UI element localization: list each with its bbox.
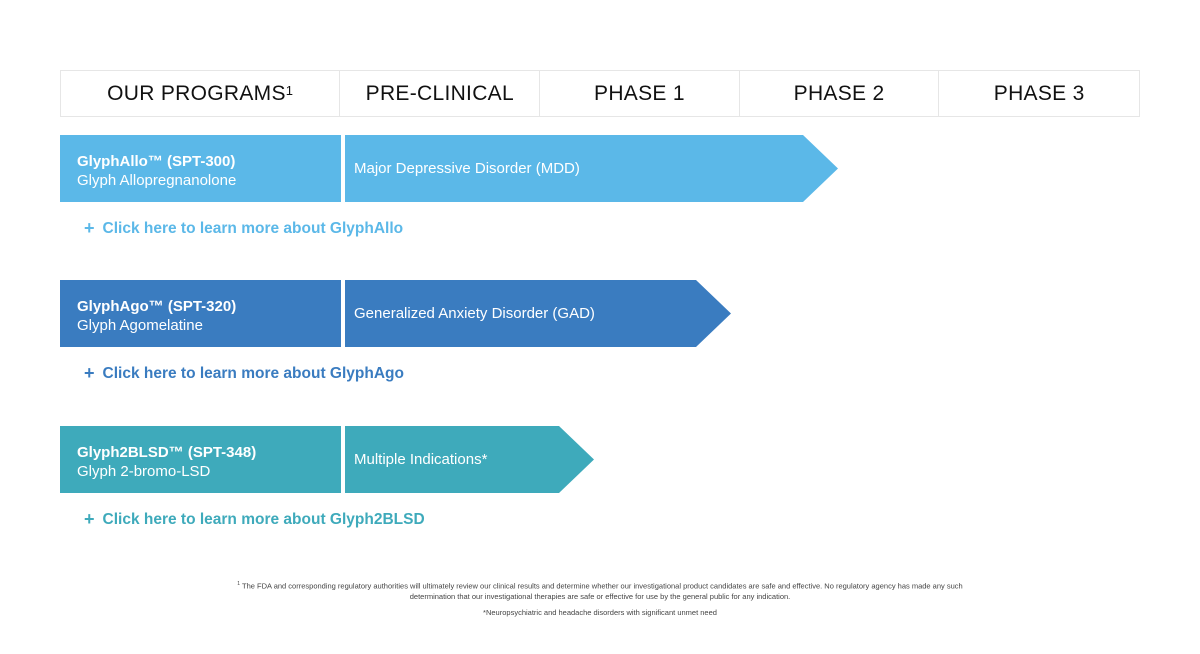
header-programs-label: OUR PROGRAMS (107, 81, 286, 105)
program-row-glyphallo: GlyphAllo™ (SPT-300) Glyph Allopregnanol… (60, 135, 860, 202)
footnote-line-2: determination that our investigational t… (409, 591, 791, 601)
plus-icon: + (84, 363, 95, 383)
header-phase-2: PHASE 2 (740, 71, 940, 116)
footnote-mark: 1 (237, 581, 241, 587)
learn-more-label: Click here to learn more about GlyphAllo (102, 219, 404, 237)
indication-label: Multiple Indications* (354, 451, 488, 468)
header-programs-footnote-mark: 1 (285, 83, 294, 98)
program-full-name: Glyph Agomelatine (77, 317, 203, 334)
program-code: GlyphAgo™ (SPT-320) (77, 298, 237, 315)
program-row-glyph2blsd: Glyph2BLSD™ (SPT-348) Glyph 2-bromo-LSD … (60, 426, 860, 493)
plus-icon: + (84, 509, 95, 529)
program-code: Glyph2BLSD™ (SPT-348) (77, 444, 257, 461)
program-name-box: GlyphAllo™ (SPT-300) Glyph Allopregnanol… (60, 135, 341, 202)
plus-icon: + (84, 218, 95, 238)
learn-more-link-glyphallo[interactable]: + Click here to learn more about GlyphAl… (84, 218, 403, 239)
header-preclinical: PRE-CLINICAL (340, 71, 541, 116)
progress-arrow (345, 135, 838, 202)
program-name-box: GlyphAgo™ (SPT-320) Glyph Agomelatine (60, 280, 341, 347)
learn-more-link-glyphago[interactable]: + Click here to learn more about GlyphAg… (84, 363, 404, 384)
indication-label: Major Depressive Disorder (MDD) (354, 160, 580, 177)
progress-arrow (345, 280, 731, 347)
program-full-name: Glyph 2-bromo-LSD (77, 463, 211, 480)
learn-more-link-glyph2blsd[interactable]: + Click here to learn more about Glyph2B… (84, 509, 425, 530)
program-name-box: Glyph2BLSD™ (SPT-348) Glyph 2-bromo-LSD (60, 426, 341, 493)
learn-more-label: Click here to learn more about Glyph2BLS… (102, 510, 425, 528)
program-code: GlyphAllo™ (SPT-300) (77, 153, 236, 170)
program-full-name: Glyph Allopregnanolone (77, 172, 237, 189)
header-phase-1: PHASE 1 (540, 71, 740, 116)
progress-arrow (345, 426, 594, 493)
asterisk-footnote: *Neuropsychiatric and headache disorders… (483, 608, 717, 617)
learn-more-label: Click here to learn more about GlyphAgo (102, 364, 404, 382)
regulatory-footnote: 1 The FDA and corresponding regulatory a… (200, 579, 1000, 602)
header-phase-3: PHASE 3 (993, 81, 1085, 105)
indication-label: Generalized Anxiety Disorder (GAD) (354, 305, 595, 322)
footnote-line-1: The FDA and corresponding regulatory aut… (242, 581, 963, 591)
program-row-glyphago: GlyphAgo™ (SPT-320) Glyph Agomelatine Ge… (60, 280, 860, 347)
